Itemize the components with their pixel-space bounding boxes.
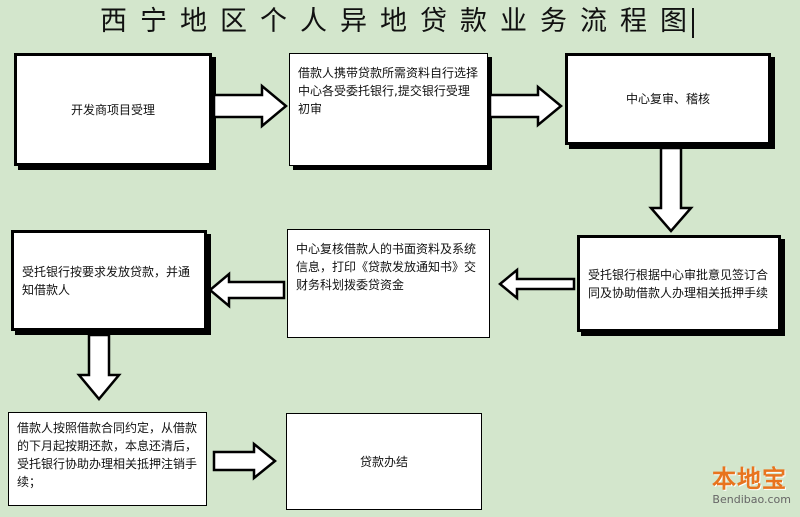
step-borrower-repay: 借款人按照借款合同约定，从借款的下月起按期还款，本息还清后，受托银行协助办理相关… <box>8 412 207 506</box>
diagram-title: 西宁地区个人异地贷款业务流程图 <box>100 6 700 37</box>
step-borrower-select-bank: 借款人携带贷款所需资料自行选择中心各受委托银行,提交银行受理初审 <box>289 53 488 166</box>
arrow-right-2 <box>488 84 563 128</box>
step-loan-complete: 贷款办结 <box>286 413 482 510</box>
step-bank-issue-loan: 受托银行按要求发放贷款，并通知借款人 <box>11 230 207 331</box>
step-label: 借款人按照借款合同约定，从借款的下月起按期还款，本息还清后，受托银行协助办理相关… <box>17 421 198 489</box>
step-label: 受托银行按要求发放贷款，并通知借款人 <box>22 264 191 297</box>
step-label: 借款人携带贷款所需资料自行选择中心各受委托银行,提交银行受理初审 <box>298 66 479 116</box>
arrow-down-1 <box>648 146 694 233</box>
arrow-right-1 <box>212 83 288 129</box>
logo-url: Bendibao.com <box>712 493 791 506</box>
arrow-down-2 <box>76 333 122 401</box>
step-label: 贷款办结 <box>359 454 408 469</box>
arrow-left-1 <box>498 267 576 301</box>
step-label: 中心复核借款人的书面资料及系统信息，打印《贷款发放通知书》交财务科划拨委贷资金 <box>296 242 477 292</box>
step-center-recheck: 中心复核借款人的书面资料及系统信息，打印《贷款发放通知书》交财务科划拨委贷资金 <box>287 229 490 338</box>
step-label: 开发商项目受理 <box>70 102 155 117</box>
arrow-right-3 <box>212 441 277 481</box>
arrow-left-2 <box>208 271 286 309</box>
text-cursor <box>692 8 694 38</box>
step-developer-acceptance: 开发商项目受理 <box>14 53 212 166</box>
step-label: 受托银行根据中心审批意见签订合同及协助借款人办理相关抵押手续 <box>588 267 769 300</box>
bendibao-logo: 本地宝 Bendibao.com <box>690 457 795 513</box>
step-center-review: 中心复审、稽核 <box>565 53 771 145</box>
step-label: 中心复审、稽核 <box>625 92 710 106</box>
step-bank-sign-contract: 受托银行根据中心审批意见签订合同及协助借款人办理相关抵押手续 <box>577 235 781 332</box>
logo-brand: 本地宝 <box>712 465 787 493</box>
